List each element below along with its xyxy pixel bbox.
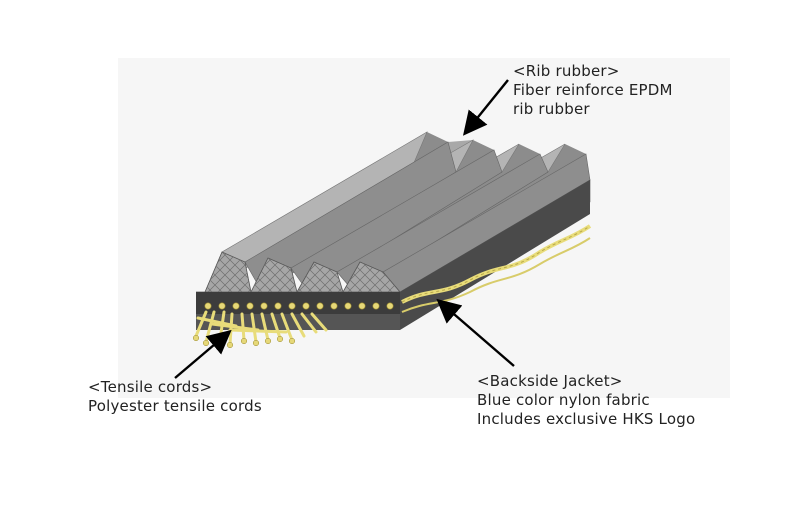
backside-label-heading: <Backside Jacket> [477, 372, 623, 390]
rib-label-heading: <Rib rubber> [513, 62, 620, 80]
tensile-label-heading: <Tensile cords> [88, 378, 213, 396]
backside-label-line-3: Includes exclusive HKS Logo [477, 410, 696, 428]
tensile-cords-arrow [174, 329, 232, 379]
rib-label-line-2: Fiber reinforce EPDM [513, 81, 673, 99]
rib-label-line-3: rib rubber [513, 100, 590, 118]
rib-rubber-label: <Rib rubber> Fiber reinforce EPDM rib ru… [513, 62, 673, 119]
backside-label-line-2: Blue color nylon fabric [477, 391, 650, 409]
backside-jacket-arrow [436, 298, 515, 367]
rib-rubber-layer [196, 131, 591, 313]
tensile-cord-dots [204, 302, 394, 310]
rib-rubber-arrow [462, 79, 509, 136]
frayed-tensile-cords [194, 310, 328, 346]
backside-jacket-label: <Backside Jacket> Blue color nylon fabri… [477, 372, 695, 429]
tensile-label-line-2: Polyester tensile cords [88, 397, 262, 415]
tensile-cords-label: <Tensile cords> Polyester tensile cords [88, 378, 262, 416]
